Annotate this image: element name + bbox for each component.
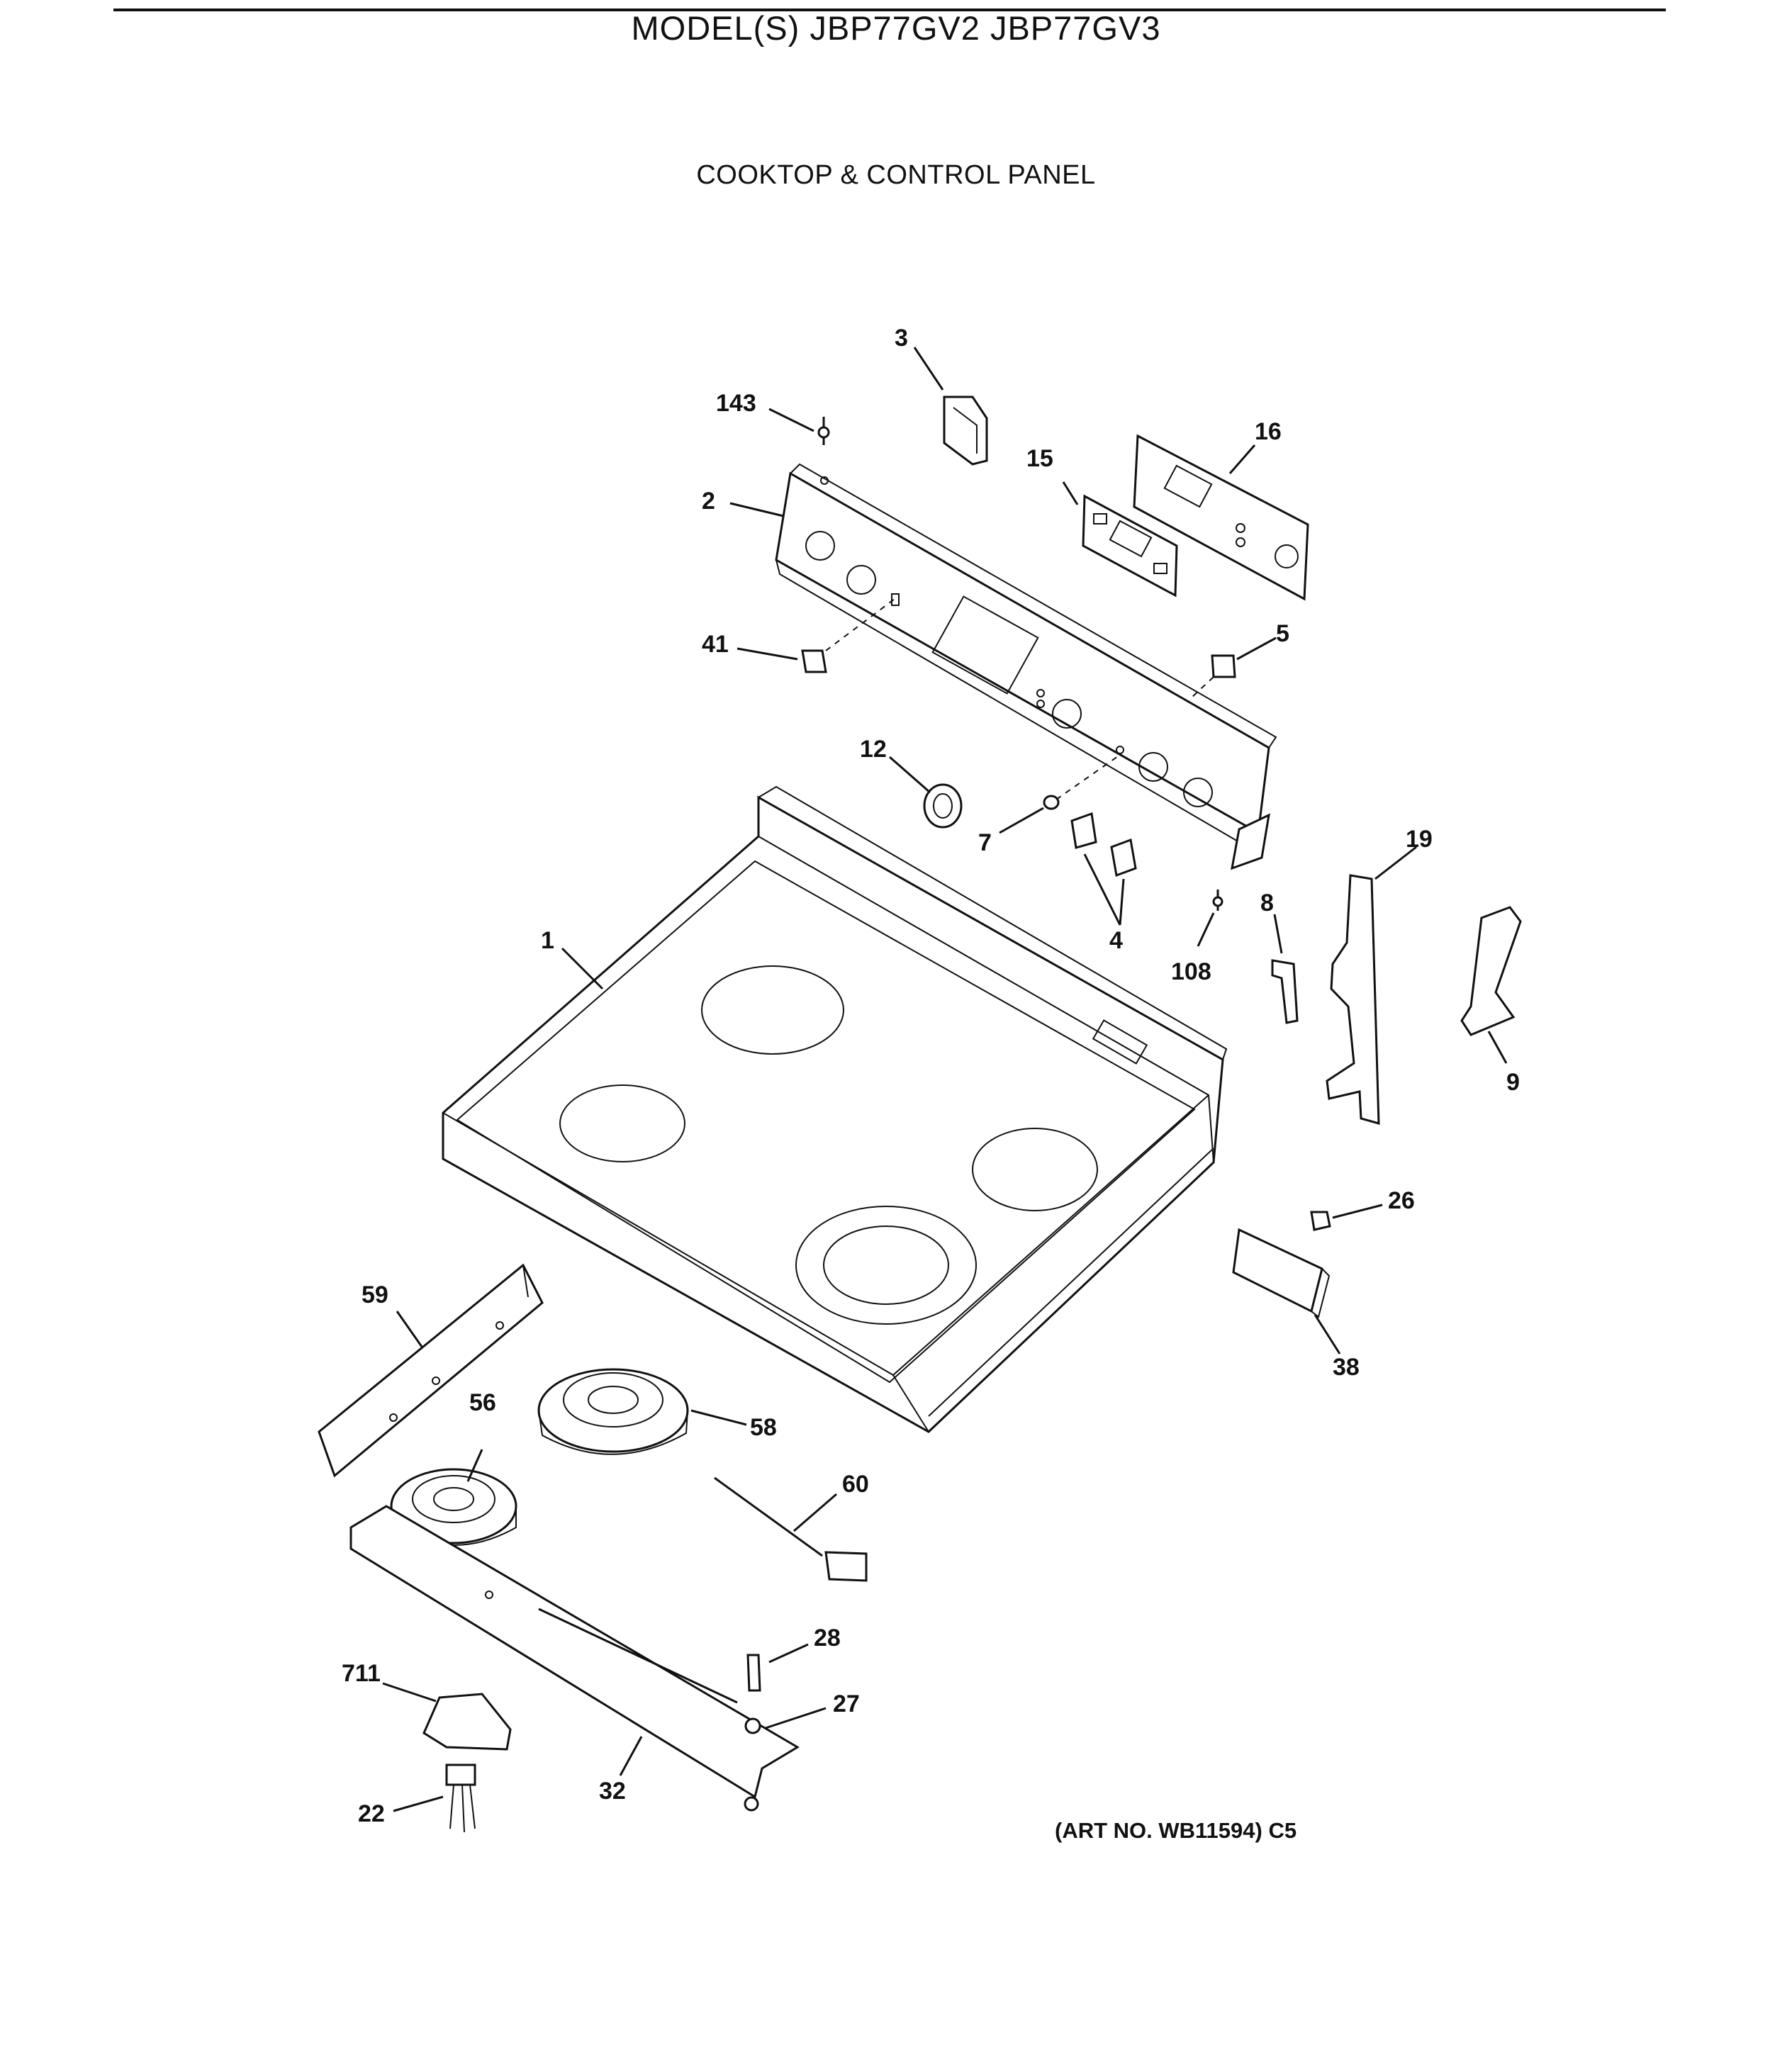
burner-58 xyxy=(537,1368,689,1455)
bracket-59 xyxy=(318,1263,544,1478)
cover-38 xyxy=(1232,1228,1331,1318)
bracket-8 xyxy=(1271,959,1299,1024)
callout-1: 1 xyxy=(541,927,554,954)
callout-58: 58 xyxy=(750,1414,777,1441)
callout-28: 28 xyxy=(814,1625,841,1651)
callout-7: 7 xyxy=(978,829,992,856)
callout-26: 26 xyxy=(1388,1187,1415,1214)
callout-60: 60 xyxy=(842,1471,869,1498)
switch-5 xyxy=(1190,654,1236,699)
switch-41 xyxy=(801,598,895,673)
callout-15: 15 xyxy=(1026,445,1053,472)
side-trim-19 xyxy=(1326,874,1380,1125)
clip-26 xyxy=(1310,1211,1331,1231)
fastener-27 xyxy=(744,1717,761,1734)
knob-12 xyxy=(923,783,963,829)
callout-2: 2 xyxy=(702,488,715,515)
callout-16: 16 xyxy=(1255,418,1282,445)
harness-22 xyxy=(445,1763,476,1833)
section-title: COOKTOP & CONTROL PANEL xyxy=(696,160,1096,190)
callout-27: 27 xyxy=(833,1690,860,1717)
plug-7 xyxy=(1043,754,1121,810)
screw-108 xyxy=(1212,890,1223,911)
burner-56 xyxy=(390,1468,517,1546)
screw-143 xyxy=(817,417,830,445)
callout-38: 38 xyxy=(1333,1354,1360,1381)
control-panel xyxy=(775,463,1277,870)
control-board-16 xyxy=(1133,434,1309,601)
bracket-3 xyxy=(943,396,988,466)
terminal-block-711 xyxy=(422,1693,512,1751)
art-number: (ART NO. WB11594) C5 xyxy=(1055,1818,1297,1843)
callout-32: 32 xyxy=(599,1778,626,1805)
callout-19: 19 xyxy=(1406,826,1433,853)
callout-12: 12 xyxy=(860,736,887,763)
callout-8: 8 xyxy=(1260,890,1274,916)
pin-28 xyxy=(746,1654,761,1692)
callout-5: 5 xyxy=(1276,620,1289,647)
callout-711: 711 xyxy=(342,1660,381,1687)
model-title: MODEL(S) JBP77GV2 JBP77GV3 xyxy=(631,9,1161,47)
callout-9: 9 xyxy=(1506,1069,1520,1096)
end-cap-9 xyxy=(1460,906,1522,1036)
callout-22: 22 xyxy=(358,1800,385,1827)
callout-4: 4 xyxy=(1109,927,1123,954)
nut xyxy=(744,1796,759,1812)
callout-41: 41 xyxy=(702,631,729,658)
support-32 xyxy=(349,1505,800,1799)
callout-3: 3 xyxy=(895,325,908,352)
knobs-4 xyxy=(1070,812,1137,877)
callout-143: 143 xyxy=(716,390,756,417)
header-rule xyxy=(113,9,1666,11)
wire-60 xyxy=(714,1476,868,1582)
leader-lines xyxy=(382,347,1508,1812)
callout-59: 59 xyxy=(362,1281,388,1308)
overlay-15 xyxy=(1082,494,1178,598)
cooktop-main-top xyxy=(442,785,1228,1433)
callout-108: 108 xyxy=(1171,958,1211,985)
callout-56: 56 xyxy=(469,1389,496,1416)
